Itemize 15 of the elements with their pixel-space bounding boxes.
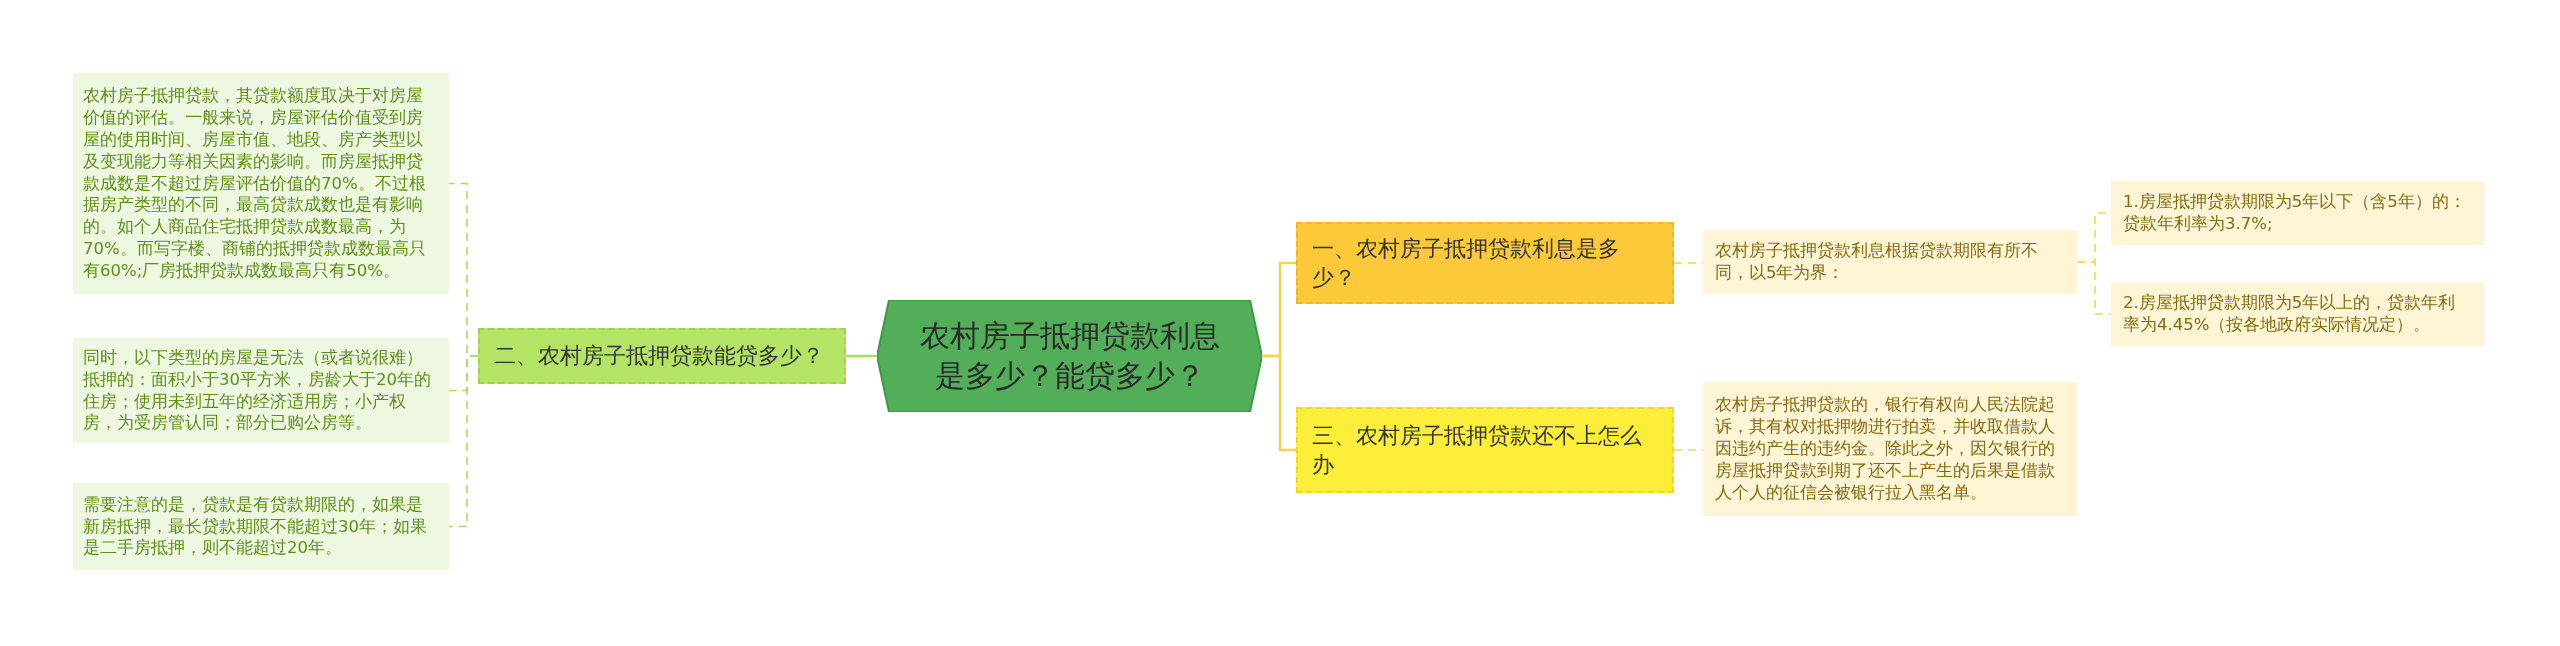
note-box: 农村房子抵押贷款的，银行有权向人民法院起诉，其有权对抵押物进行拍卖，并收取借款人因违约产生的违约金。除此之外，因欠银行的房屋抵押贷款到期了还不上产生的后果是借款人个人的征信会被银行拉入黑名单。 bbox=[1703, 382, 2077, 516]
note-box: 农村房子抵押贷款，其贷款额度取决于对房屋价值的评估。一般来说，房屋评估价值受到房屋的使用时间、房屋市值、地段、房产类型以及变现能力等相关因素的影响。而房屋抵押贷款成数是不超过房屋评估价值的70%。不过根据房产类型的不同，最高贷款成数也是有影响的。如个人商品住宅抵押贷款成数最高，为70%。而写字楼、商铺的抵押贷款成数最高只有60%;厂房抵押贷款成数最高只有50%。 bbox=[73, 73, 449, 294]
note-box: 同时，以下类型的房屋是无法（或者说很难）抵押的：面积小于30平方米，房龄大于20年的住房；使用未到五年的经济适用房；小产权房，为受房管认同；部分已购公房等。 bbox=[73, 338, 449, 443]
note-box: 2.房屋抵押贷款期限为5年以上的，贷款年利率为4.45%（按各地政府实际情况定）。 bbox=[2111, 282, 2484, 346]
connector-line bbox=[2076, 261, 2112, 315]
connector-line bbox=[448, 355, 479, 528]
branch-box: 一、农村房子抵押贷款利息是多少？ bbox=[1296, 222, 1674, 304]
connector-line bbox=[1262, 354, 1296, 452]
connector-line bbox=[846, 354, 877, 358]
note-box: 1.房屋抵押贷款期限为5年以下（含5年）的：贷款年利率为3.7%; bbox=[2111, 181, 2484, 245]
branch-box: 三、农村房子抵押贷款还不上怎么办 bbox=[1296, 407, 1674, 493]
note-box: 需要注意的是，贷款是有贷款期限的，如果是新房抵押，最长贷款期限不能超过30年；如果是二手房抵押，则不能超过20年。 bbox=[73, 483, 449, 570]
topic-hexagon: 农村房子抵押贷款利息是多少？能贷多少？ bbox=[877, 300, 1262, 412]
note-box: 农村房子抵押贷款利息根据贷款期限有所不同，以5年为界： bbox=[1703, 230, 2077, 294]
branch-box: 二、农村房子抵押贷款能贷多少？ bbox=[478, 328, 846, 384]
